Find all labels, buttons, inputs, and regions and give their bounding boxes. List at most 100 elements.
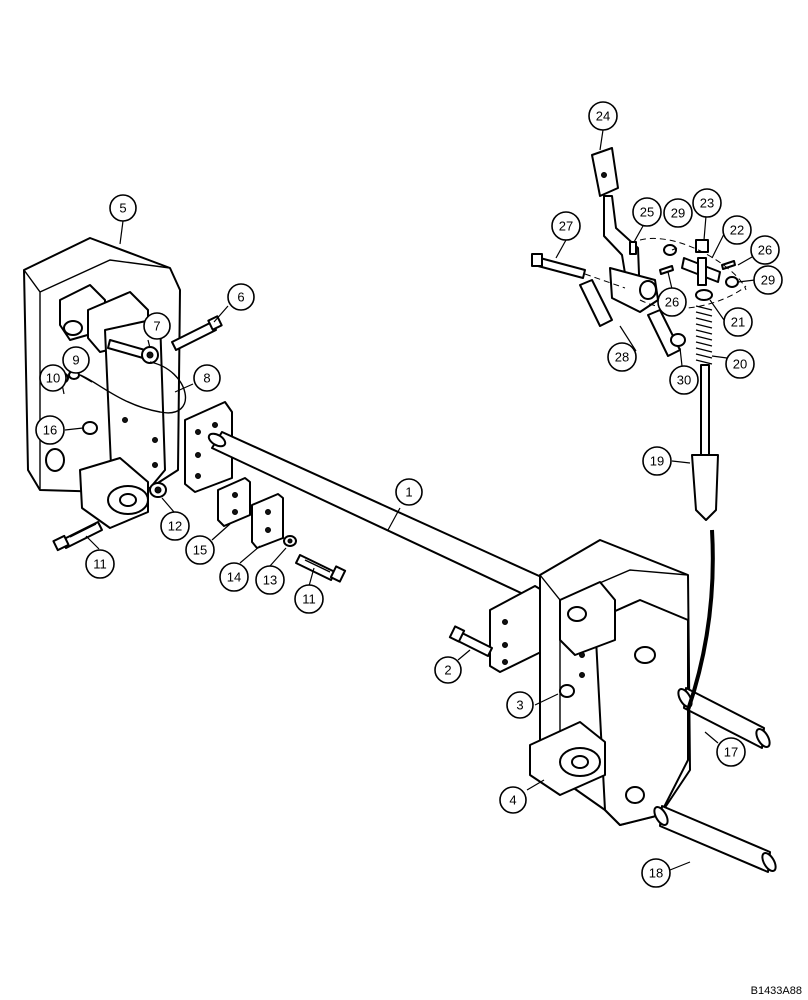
callout-8: 8	[193, 364, 221, 392]
washer-29-right	[725, 276, 739, 288]
svg-text:5: 5	[119, 201, 126, 216]
callout-17: 17	[716, 737, 746, 767]
callout-4: 4	[499, 786, 527, 814]
svg-text:23: 23	[700, 196, 714, 211]
svg-text:17: 17	[724, 745, 738, 760]
left-mounting-plate	[184, 401, 233, 493]
pin-26	[659, 260, 736, 275]
callout-28: 28	[607, 342, 637, 372]
callout-24: 24	[588, 101, 618, 131]
assembly-line-upper	[639, 238, 747, 291]
svg-text:19: 19	[650, 454, 664, 469]
assembly-line-lower	[639, 285, 747, 309]
svg-text:16: 16	[43, 423, 57, 438]
cap-23	[695, 239, 709, 253]
svg-text:22: 22	[730, 223, 744, 238]
callout-11a: 11	[85, 549, 115, 579]
bolt-27	[531, 253, 626, 289]
svg-text:3: 3	[516, 698, 523, 713]
callout-22: 22	[722, 215, 752, 245]
spring-pin-25	[629, 241, 637, 255]
svg-text:2: 2	[444, 663, 451, 678]
svg-text:6: 6	[237, 290, 244, 305]
svg-text:24: 24	[596, 109, 610, 124]
callout-10: 10	[39, 364, 67, 392]
svg-text:29: 29	[671, 206, 685, 221]
svg-text:1: 1	[405, 485, 412, 500]
svg-text:13: 13	[263, 573, 277, 588]
lever-24	[591, 147, 659, 313]
callout-26b: 26	[657, 287, 687, 317]
callout-6: 6	[227, 283, 255, 311]
callout-18: 18	[641, 858, 671, 888]
callout-12: 12	[160, 511, 190, 541]
svg-text:21: 21	[731, 315, 745, 330]
svg-text:10: 10	[46, 371, 60, 386]
right-side-plate	[529, 539, 691, 826]
svg-text:29: 29	[761, 273, 775, 288]
washer-21	[695, 289, 713, 301]
svg-text:30: 30	[677, 373, 691, 388]
pin-17	[677, 687, 771, 749]
callout-14: 14	[219, 562, 249, 592]
callout-11b: 11	[294, 584, 324, 614]
svg-text:18: 18	[649, 866, 663, 881]
callout-25: 25	[632, 197, 662, 227]
bolt-6	[171, 315, 223, 351]
right-mounting-plate	[489, 585, 546, 673]
nut-30	[670, 333, 686, 347]
assembly-separator-line	[686, 529, 715, 711]
svg-text:4: 4	[509, 793, 516, 808]
pin-18	[653, 805, 777, 873]
svg-text:12: 12	[168, 519, 182, 534]
callout-21: 21	[723, 307, 753, 337]
svg-text:27: 27	[559, 219, 573, 234]
rod-19	[691, 364, 719, 521]
wear-pad-15	[217, 477, 251, 527]
svg-text:25: 25	[640, 205, 654, 220]
svg-text:11: 11	[93, 557, 107, 572]
callout-16: 16	[35, 415, 65, 445]
svg-text:8: 8	[203, 371, 210, 386]
leader-lines	[61, 129, 756, 871]
pin-7	[107, 339, 159, 364]
callout-7: 7	[143, 312, 171, 340]
svg-text:14: 14	[227, 570, 241, 585]
bolt-2	[448, 625, 493, 657]
callout-2: 2	[434, 656, 462, 684]
callout-29a: 29	[663, 198, 693, 228]
washer-29-left	[663, 244, 677, 256]
bolt-11-lower	[295, 554, 347, 583]
svg-text:20: 20	[733, 357, 747, 372]
lanyard-8	[79, 361, 187, 414]
svg-text:9: 9	[72, 353, 79, 368]
callout-15: 15	[185, 535, 215, 565]
svg-text:26: 26	[665, 295, 679, 310]
spring-20	[695, 305, 713, 365]
svg-text:11: 11	[302, 592, 316, 607]
callout-5: 5	[109, 194, 137, 222]
callout-27: 27	[551, 211, 581, 241]
callout-30: 30	[669, 365, 699, 395]
callout-29b: 29	[753, 265, 783, 295]
bolt-11-left	[52, 521, 103, 552]
nut-12	[149, 482, 167, 498]
callout-13: 13	[255, 565, 285, 595]
callout-19: 19	[642, 446, 672, 476]
wear-pad-14	[251, 493, 284, 549]
callout-9: 9	[62, 346, 90, 374]
callout-3: 3	[506, 691, 534, 719]
washer-13	[283, 535, 297, 547]
figure-reference-code: B1433A88	[751, 985, 802, 997]
svg-text:28: 28	[615, 350, 629, 365]
svg-text:26: 26	[758, 243, 772, 258]
svg-text:7: 7	[153, 319, 160, 334]
svg-text:15: 15	[193, 543, 207, 558]
nut-3	[559, 684, 575, 698]
callout-26a: 26	[750, 235, 780, 265]
callout-20: 20	[725, 349, 755, 379]
callout-23: 23	[692, 188, 722, 218]
callout-1: 1	[395, 478, 423, 506]
nut-16	[82, 421, 98, 435]
